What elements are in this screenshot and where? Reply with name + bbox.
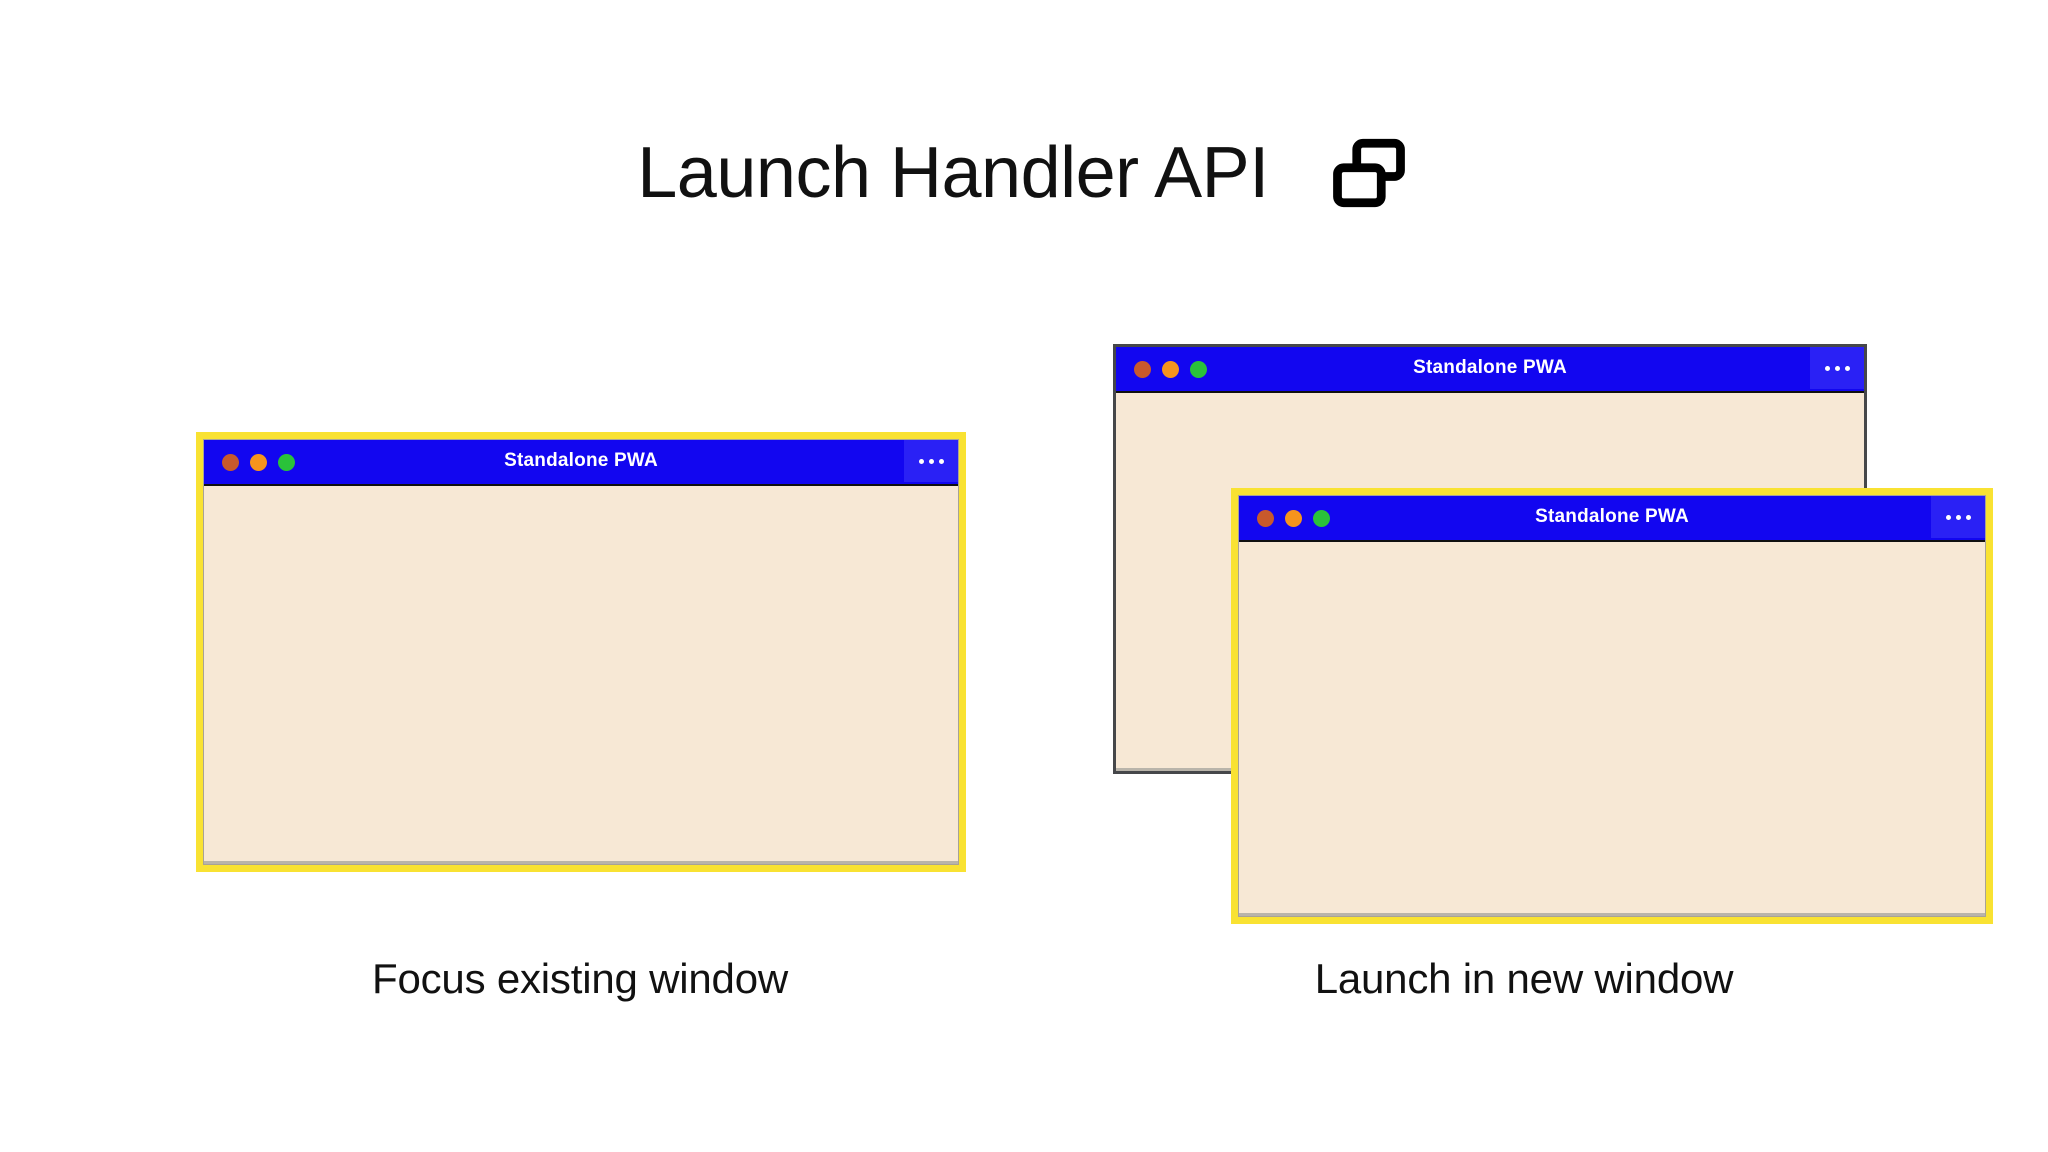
traffic-lights (222, 453, 295, 471)
two-windows-icon (1332, 138, 1405, 208)
maximize-dot-icon[interactable] (1313, 509, 1330, 527)
window-focus-existing[interactable]: Standalone PWA (196, 432, 966, 872)
menu-dot (1844, 365, 1850, 371)
traffic-lights (1257, 509, 1330, 527)
window-content-area (204, 486, 958, 864)
overflow-menu-icon[interactable] (1810, 347, 1864, 389)
window-new-launched[interactable]: Standalone PWA (1231, 488, 1993, 924)
close-dot-icon[interactable] (1257, 509, 1274, 527)
window-titlebar[interactable]: Standalone PWA (1116, 347, 1864, 393)
caption-focus-existing-window: Focus existing window (372, 955, 788, 1002)
window-title: Standalone PWA (504, 450, 658, 471)
overflow-menu-icon[interactable] (1931, 496, 1985, 538)
menu-dot (1945, 514, 1951, 520)
minimize-dot-icon[interactable] (1285, 509, 1302, 527)
caption-launch-in-new-window: Launch in new window (1314, 955, 1734, 1002)
window-titlebar[interactable]: Standalone PWA (204, 440, 958, 486)
window-content-area (1239, 542, 1985, 916)
maximize-dot-icon[interactable] (1190, 360, 1207, 378)
close-dot-icon[interactable] (222, 453, 239, 471)
maximize-dot-icon[interactable] (278, 453, 295, 471)
window-inner: Standalone PWA (1238, 495, 1986, 917)
menu-dot (1955, 514, 1961, 520)
menu-dot (1824, 365, 1830, 371)
menu-dot (928, 458, 934, 464)
window-titlebar[interactable]: Standalone PWA (1239, 496, 1985, 542)
window-title: Standalone PWA (1535, 506, 1689, 527)
menu-dot (1834, 365, 1840, 371)
page-title: Launch Handler API (637, 133, 1269, 213)
overflow-menu-icon[interactable] (904, 440, 958, 482)
close-dot-icon[interactable] (1134, 360, 1151, 378)
window-title: Standalone PWA (1413, 357, 1567, 378)
menu-dot (938, 458, 944, 464)
traffic-lights (1134, 360, 1207, 378)
menu-dot (918, 458, 924, 464)
menu-dot (1965, 514, 1971, 520)
page-header: Launch Handler API (0, 118, 2048, 228)
minimize-dot-icon[interactable] (1162, 360, 1179, 378)
window-inner: Standalone PWA (203, 439, 959, 865)
minimize-dot-icon[interactable] (250, 453, 267, 471)
